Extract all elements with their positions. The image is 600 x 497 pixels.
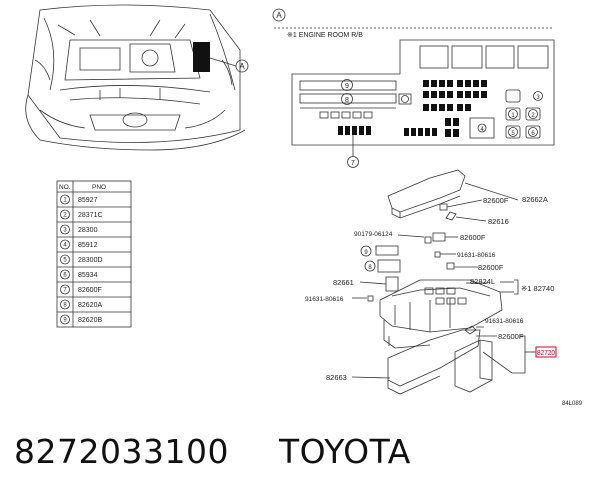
callout-1: 1 bbox=[511, 113, 515, 119]
table-row-pno: 82600F bbox=[78, 287, 102, 294]
callout-8: 8 bbox=[345, 97, 349, 104]
table-row-number-circle bbox=[60, 239, 70, 250]
callout-9: 9 bbox=[345, 83, 349, 90]
table-row-number-circle bbox=[60, 254, 70, 265]
footer-title: 8272033100 TOYOTA bbox=[14, 432, 411, 471]
table-row-number: 2 bbox=[63, 213, 67, 219]
table-row-number: 3 bbox=[63, 228, 67, 234]
label-82663: 82663 bbox=[326, 373, 347, 382]
parts-table: NO. PNO bbox=[56, 180, 132, 328]
label-91631-3: 91631-80616 bbox=[485, 318, 524, 325]
label-82662A: 82662A bbox=[522, 195, 548, 204]
callout-3: 3 bbox=[536, 95, 540, 101]
table-header-pno: PNO bbox=[92, 184, 106, 191]
table-row-pno: 85927 bbox=[78, 197, 98, 204]
label-82661: 82661 bbox=[333, 278, 354, 287]
label-82600F-4: 82600F bbox=[498, 332, 524, 341]
table-row-number: 5 bbox=[63, 258, 67, 264]
label-82600F-2: 82600F bbox=[460, 233, 486, 242]
table-row-pno: 85912 bbox=[78, 242, 98, 249]
callout-a-text: A bbox=[239, 62, 245, 71]
table-row-number: 1 bbox=[63, 198, 67, 204]
table-row-pno: 28300 bbox=[78, 227, 98, 234]
fuse-box-top-view bbox=[291, 39, 555, 146]
label-82600F-3: 82600F bbox=[478, 263, 504, 272]
engine-bay-illustration bbox=[25, 4, 246, 151]
table-row-number-circle bbox=[60, 224, 70, 235]
table-row-number-circle bbox=[60, 299, 70, 310]
label-82740: ※1 82740 bbox=[521, 284, 554, 293]
table-row-number: 9 bbox=[63, 318, 67, 324]
label-82720: 82720 bbox=[537, 350, 555, 357]
table-row-number-circle bbox=[60, 314, 70, 325]
label-82824L: 82824L bbox=[470, 277, 495, 286]
table-row-pno: 82620B bbox=[78, 317, 102, 324]
table-row-number-circle bbox=[60, 269, 70, 280]
table-row-pno: 28300D bbox=[78, 257, 103, 264]
engine-room-label: ※1 ENGINE ROOM R/B bbox=[287, 32, 363, 39]
brand-name: TOYOTA bbox=[278, 432, 411, 471]
table-row-pno: 28371C bbox=[78, 212, 103, 219]
parts-diagram: A A ※1 ENGINE ROOM R/B bbox=[25, 4, 583, 407]
table-row-number-circle bbox=[60, 209, 70, 220]
table-row-number: 8 bbox=[63, 303, 67, 309]
table-row-number: 6 bbox=[63, 273, 67, 279]
exploded-view bbox=[351, 169, 536, 395]
table-rows: 1 85927 2 28371C 3 28300 4 85912 5 28300D 6 85934 7 8… bbox=[60, 194, 103, 325]
fuse-blocks bbox=[338, 80, 487, 137]
relay-grid bbox=[505, 89, 541, 139]
callout-7: 7 bbox=[351, 160, 355, 167]
label-91631-1: 91631-80616 bbox=[457, 252, 496, 259]
part-number: 8272033100 bbox=[14, 432, 229, 471]
fuse-box-location-marker bbox=[193, 42, 210, 72]
label-90179-06124: 90179-06124 bbox=[354, 231, 393, 238]
callout-6: 6 bbox=[531, 131, 535, 137]
view-a-text: A bbox=[276, 11, 282, 20]
callout-a-circle bbox=[235, 59, 249, 73]
view-a-circle bbox=[272, 8, 286, 22]
ex-callout-9: 9 bbox=[364, 250, 368, 256]
label-82600F-1: 82600F bbox=[483, 196, 509, 205]
label-91631-2: 91631-80616 bbox=[305, 296, 344, 303]
table-row-pno: 85934 bbox=[78, 272, 98, 279]
callout-5: 5 bbox=[511, 131, 515, 137]
table-row-number-circle bbox=[60, 284, 70, 295]
callout-4: 4 bbox=[480, 127, 484, 133]
table-row-pno: 82620A bbox=[78, 302, 102, 309]
ex-callout-8: 8 bbox=[368, 265, 372, 271]
label-code: 84L089 bbox=[562, 401, 583, 407]
table-row-number: 7 bbox=[63, 288, 67, 294]
table-row-number-circle bbox=[60, 194, 70, 205]
label-82616: 82616 bbox=[488, 217, 509, 226]
highlight-82720-box bbox=[535, 346, 557, 358]
table-row-number: 4 bbox=[63, 243, 67, 249]
table-header-no: NO. bbox=[59, 184, 71, 191]
part-labels: 82600F 82662A 82616 90179-06124 82600F 9… bbox=[305, 195, 583, 407]
callout-2: 2 bbox=[531, 113, 535, 119]
fuse-outline-blocks bbox=[319, 111, 373, 119]
